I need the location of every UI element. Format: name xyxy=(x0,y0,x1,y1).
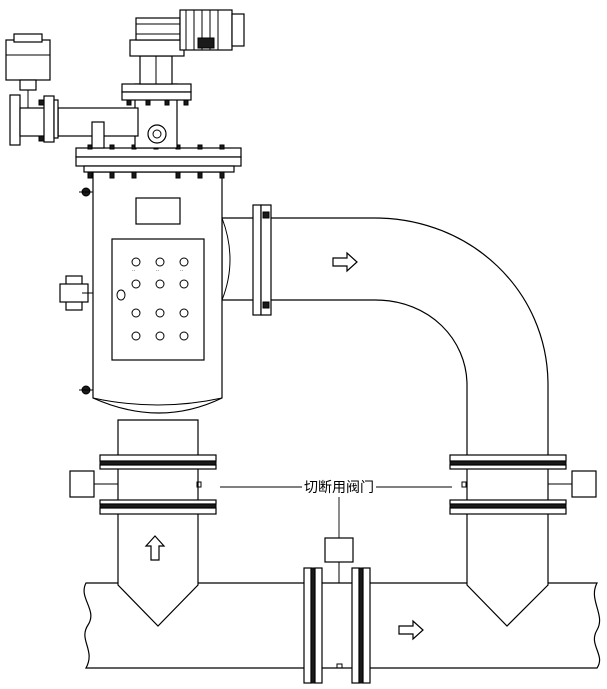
filter-vessel xyxy=(79,171,223,414)
flow-arrow-up-icon xyxy=(144,535,166,561)
outlet-elbow-pipe xyxy=(221,217,549,627)
top-flange xyxy=(75,144,242,179)
svg-text:··: ·· xyxy=(156,268,160,274)
panel-indicators: ·· ·· ·· xyxy=(131,257,189,341)
flow-arrow-right-icon xyxy=(398,619,424,641)
gearbox xyxy=(135,17,181,41)
callout-leaders xyxy=(220,486,452,538)
outlet-shutoff-valve xyxy=(449,454,597,515)
name-plate xyxy=(135,197,181,225)
drain-line xyxy=(9,94,139,149)
main-pipe xyxy=(83,582,601,669)
svg-text:··: ·· xyxy=(180,268,184,274)
motor-icon xyxy=(179,9,245,51)
flow-arrow-right-icon xyxy=(332,251,358,273)
outlet-flange xyxy=(221,204,272,316)
callout-label: 切断用阀门 xyxy=(304,480,374,496)
valve-actuator-icon xyxy=(5,33,51,108)
bypass-shutoff-valve xyxy=(303,537,371,684)
side-switch-box xyxy=(59,275,93,311)
control-panel xyxy=(111,238,205,361)
inlet-branch-pipe xyxy=(117,419,199,627)
drive-assembly xyxy=(121,17,192,149)
inlet-shutoff-valve xyxy=(69,454,217,515)
svg-text:··: ·· xyxy=(132,268,136,274)
